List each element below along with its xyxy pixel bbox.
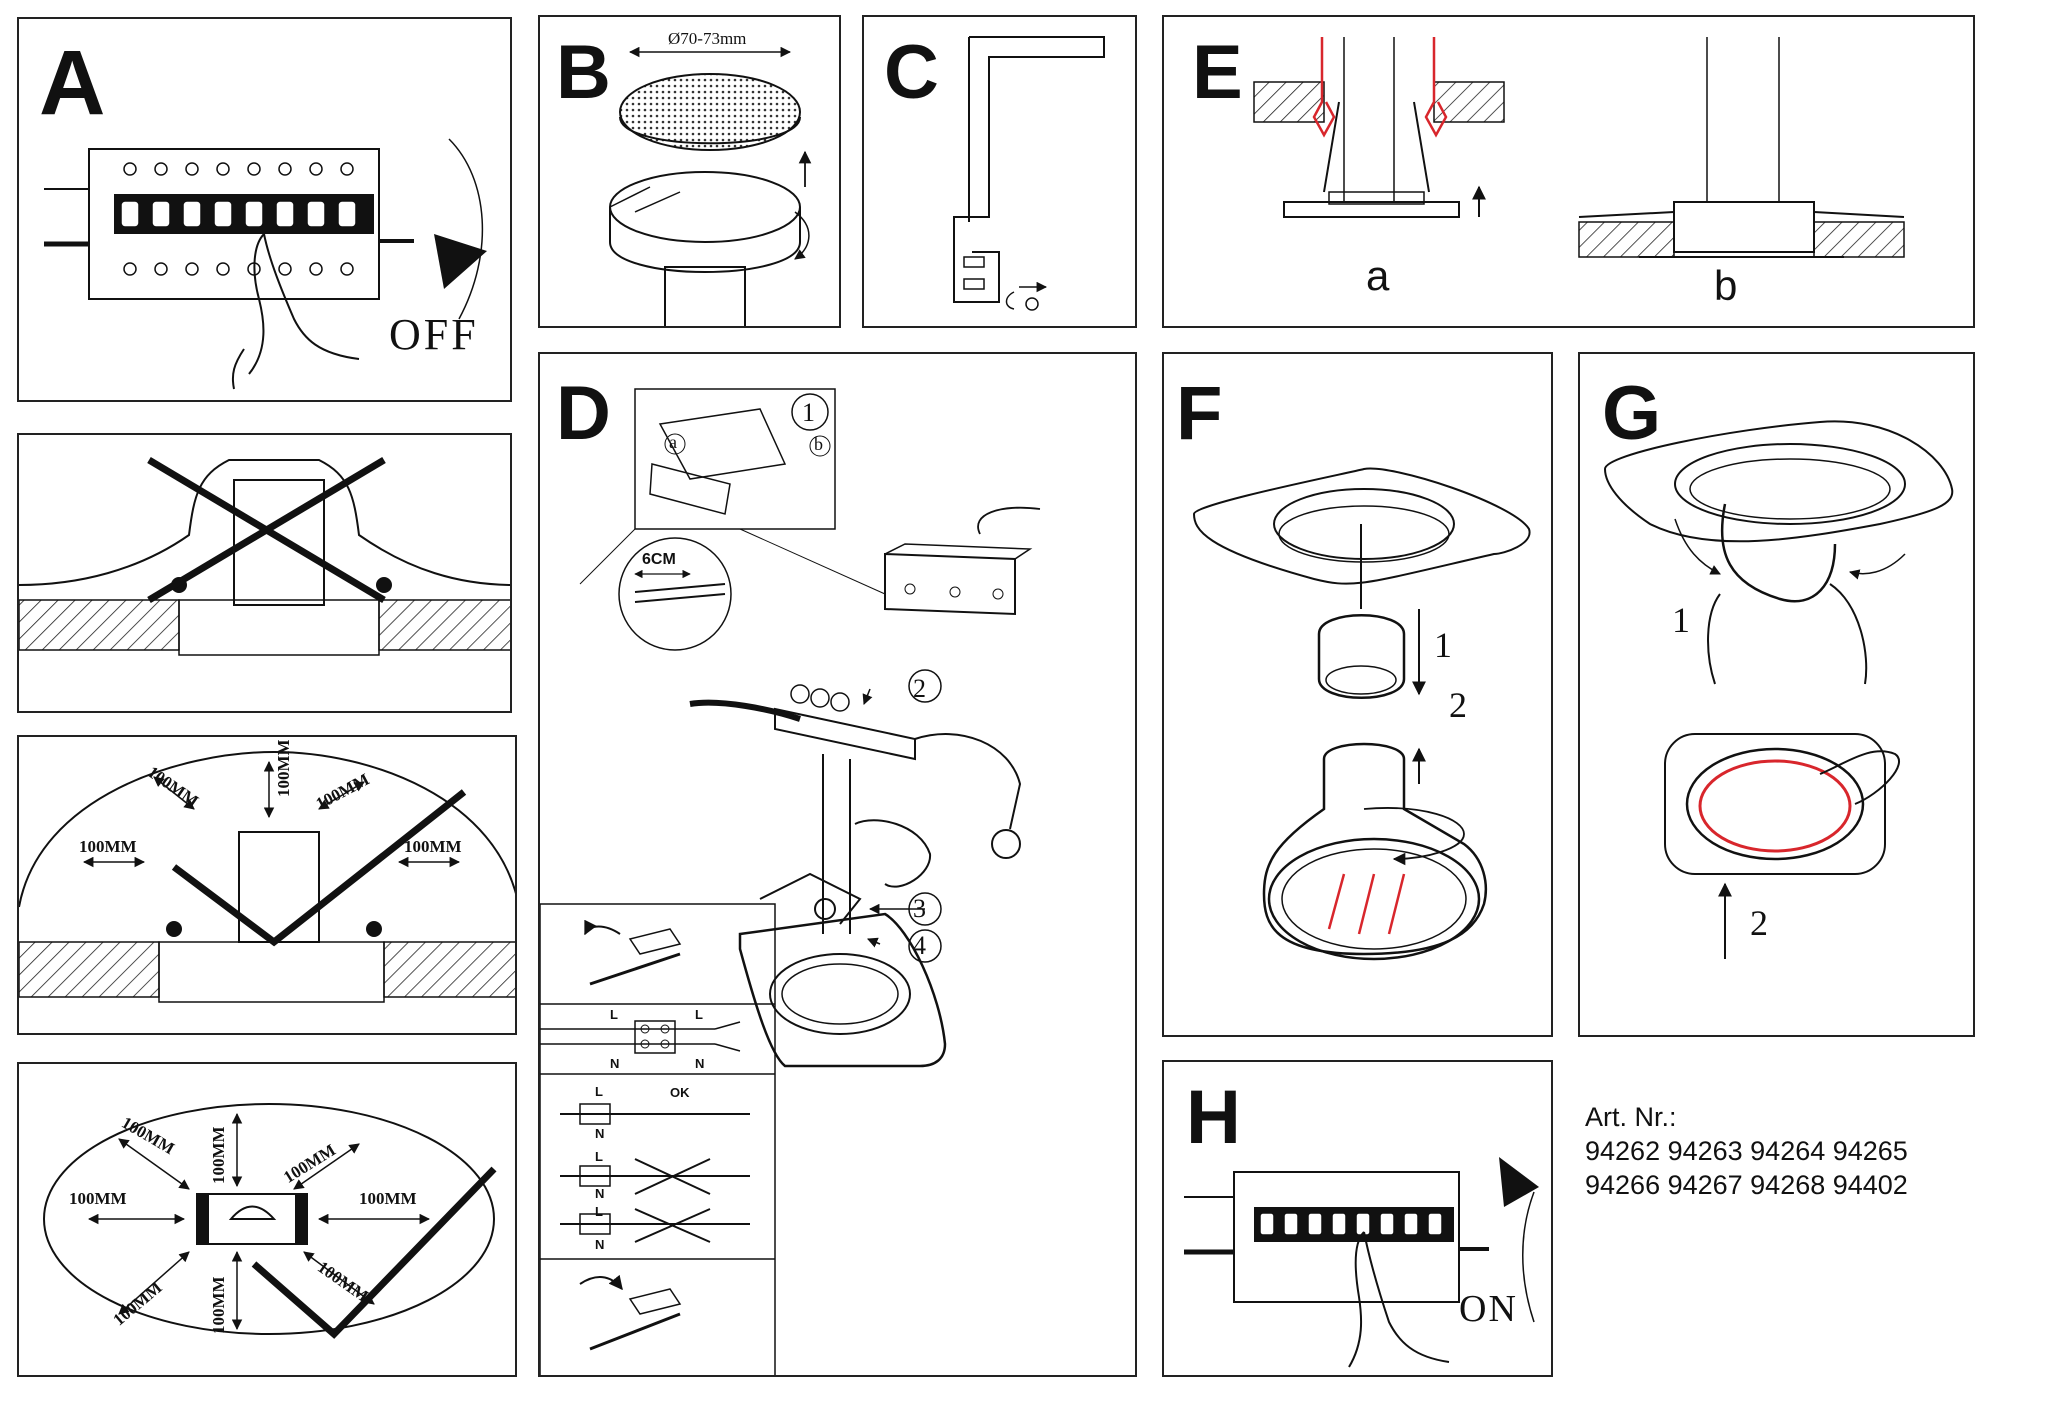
hand-outline	[231, 233, 360, 390]
panel-g-spring: G 1 2	[1578, 352, 1975, 1037]
panel-letter: E	[1192, 30, 1243, 115]
breaker-illustration	[1184, 1157, 1539, 1368]
panel-letter: A	[39, 32, 106, 134]
breaker-switches	[114, 162, 374, 276]
panel-a-power-off: A OFF	[17, 17, 512, 402]
down-arrow-icon	[434, 234, 487, 289]
clearance-label: 100MM	[404, 837, 462, 856]
panel-e-insert: E a b	[1162, 15, 1975, 328]
panel-clearance-top: 100MM 100MM 100MM 100MM 100MM 100MM 100M…	[17, 1062, 517, 1377]
live-label: L	[595, 1149, 603, 1164]
step-1-label: 1	[1672, 600, 1690, 640]
sub-label-a: a	[1366, 252, 1390, 299]
clearance-label: 100MM	[79, 837, 137, 856]
article-line-1: 94262 94263 94264 94265	[1585, 1136, 1908, 1166]
sub-label-a: a	[669, 432, 677, 452]
article-numbers: Art. Nr.: 94262 94263 94264 94265 94266 …	[1585, 1100, 1908, 1202]
panel-letter: D	[556, 371, 611, 456]
breaker-illustration	[44, 138, 487, 390]
live-label: L	[595, 1084, 603, 1099]
neutral-label: N	[695, 1056, 705, 1071]
clearance-label: 100MM	[209, 1126, 228, 1184]
neutral-label: N	[595, 1126, 605, 1141]
bracket-shape	[953, 36, 1105, 303]
panel-letter: F	[1176, 371, 1223, 456]
neutral-label: N	[595, 1186, 605, 1201]
clearance-label: 100MM	[359, 1189, 417, 1208]
panel-c-bracket: C	[862, 15, 1137, 328]
step-2-label: 2	[1449, 685, 1467, 725]
live-label: L	[595, 1204, 603, 1219]
cross-line	[147, 456, 386, 604]
diameter-label: Ø70-73mm	[668, 29, 747, 48]
step-1-label: 1	[1434, 625, 1452, 665]
step-4-label: 4	[913, 931, 926, 960]
sub-label-b: b	[814, 434, 823, 454]
panel-b-cut-hole: B Ø70-73mm	[538, 15, 841, 328]
panel-letter: G	[1602, 371, 1662, 456]
article-line-2: 94266 94267 94268 94402	[1585, 1170, 1908, 1200]
off-label: OFF	[389, 310, 479, 359]
strip-length-label: 6CM	[642, 551, 676, 568]
panel-d-wiring: D	[538, 352, 1137, 1377]
up-arrow-icon	[1499, 1157, 1539, 1207]
clearance-label: 100MM	[274, 739, 293, 797]
step-3-label: 3	[913, 894, 926, 923]
panel-h-power-on: H ON	[1162, 1060, 1553, 1377]
step-1-label: 1	[802, 398, 815, 427]
panel-wrong-insulation	[17, 433, 512, 713]
ok-label: OK	[670, 1085, 690, 1100]
neutral-label: N	[610, 1056, 620, 1071]
live-label: L	[610, 1007, 618, 1022]
step-2-label: 2	[913, 674, 926, 703]
screw-icon	[1025, 297, 1039, 311]
clearance-label: 100MM	[69, 1189, 127, 1208]
panel-letter: C	[884, 30, 939, 115]
panel-clearance-side: 100MM 100MM 100MM 100MM 100MM	[17, 735, 517, 1035]
sub-label-b: b	[1714, 262, 1738, 309]
article-label: Art. Nr.:	[1585, 1102, 1677, 1132]
check-mark	[171, 789, 467, 947]
on-label: ON	[1459, 1288, 1518, 1330]
check-mark	[251, 1166, 497, 1339]
live-label: L	[695, 1007, 703, 1022]
neutral-label: N	[595, 1237, 605, 1252]
panel-f-lamp: F 1 2	[1162, 352, 1553, 1037]
clearance-label: 100MM	[209, 1276, 228, 1334]
panel-letter: H	[1186, 1075, 1241, 1160]
step-2-label: 2	[1750, 903, 1768, 943]
panel-letter: B	[556, 30, 611, 115]
